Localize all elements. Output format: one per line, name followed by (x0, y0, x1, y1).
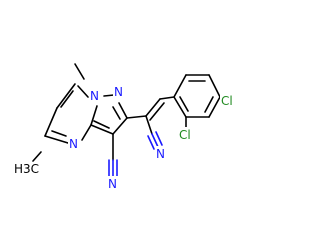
bond-n4-c3a (81, 124, 92, 141)
atom-label-n8: N (90, 89, 99, 103)
bond-vinyl-double-1 (145, 98, 161, 117)
bond-ar-6-inner (179, 96, 189, 112)
bond-ar-4-inner (204, 96, 214, 113)
bond-c2-vinyl (126, 115, 147, 119)
bond-c6-c5 (44, 107, 58, 137)
bond-ar-3 (208, 74, 221, 98)
bond-vinyl-double-2 (149, 102, 165, 121)
bond-c5-n4-inner (51, 130, 67, 137)
atom-label-cl-ortho: Cl (179, 128, 191, 142)
bond-n8-n1 (103, 94, 115, 97)
bond-vinyl-cn-1 (151, 133, 159, 148)
molecule-diagram: N N N N N Cl Cl H3C (14, 63, 233, 191)
bond-c7-c6-inner (60, 90, 74, 108)
bond-n1-c2 (118, 102, 128, 119)
bond-c2-c3 (112, 117, 128, 135)
atom-label-methyl5: H3C (14, 162, 39, 176)
bond-c7-c6 (56, 83, 76, 109)
atom-label-n1: N (114, 85, 123, 99)
bond-methyl5 (32, 151, 42, 162)
atom-label-ring-cn-n: N (108, 177, 117, 191)
chemical-structure: N N N N N Cl Cl H3C (14, 63, 233, 191)
bond-c3-c3a-inner (93, 120, 110, 129)
bond-vinyl-ch (159, 96, 175, 100)
bond-vinyl-cn (145, 115, 153, 135)
bond-methyl7 (74, 63, 85, 80)
bond-n8-c7 (77, 85, 89, 98)
bond-c3-c3a (90, 124, 114, 135)
bond-c5-n4 (44, 135, 69, 144)
bond-c3a-n8 (90, 105, 98, 126)
atom-label-n4: N (69, 137, 78, 151)
bond-vinyl-cn-3 (155, 131, 163, 146)
bond-ar-4 (208, 96, 221, 118)
bond-n1-c2-inner (112, 106, 121, 120)
bond-vinyl-cn-2 (147, 135, 155, 150)
atom-label-vinyl-cn-n: N (156, 147, 165, 161)
bond-ar-1 (173, 74, 187, 98)
atom-label-cl-para: Cl (221, 94, 233, 108)
bond-ar-6 (173, 96, 187, 118)
